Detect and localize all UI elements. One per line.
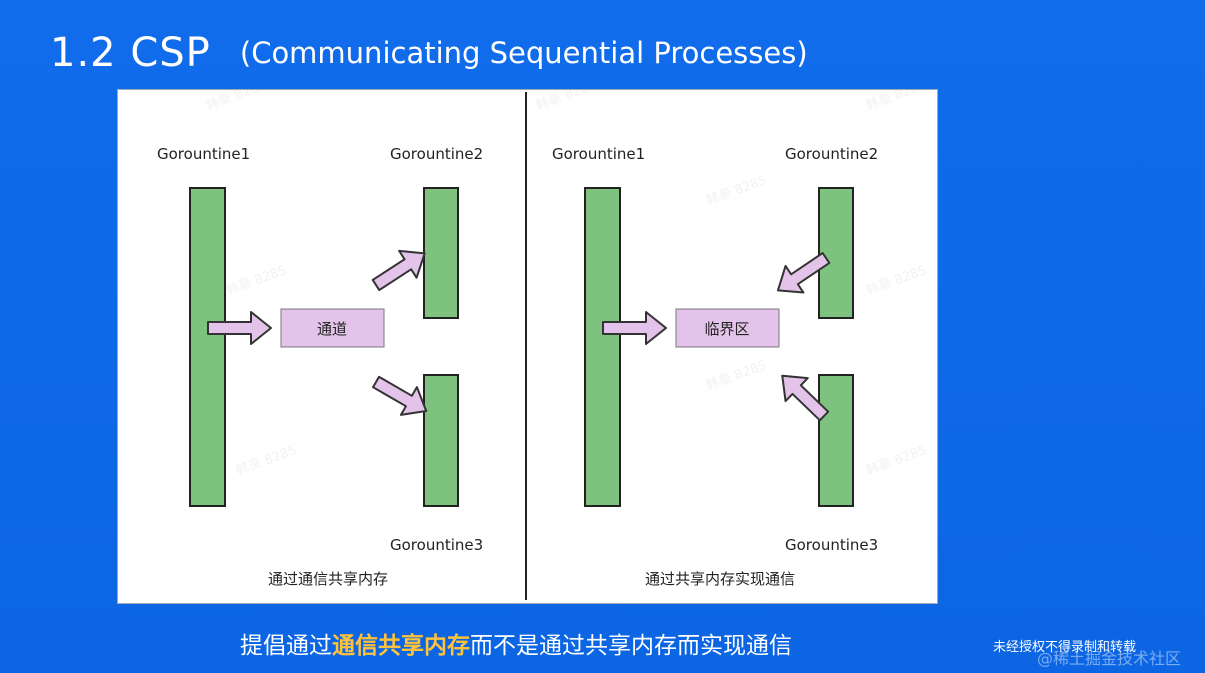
right-diagram: Gorountine1 Gorountine2 Gorountine3 临界区 … <box>552 145 878 588</box>
label-goroutine3-left: Gorountine3 <box>390 536 483 554</box>
watermark: 韩豪 8285 <box>534 90 599 114</box>
goroutine3-bar-right <box>818 374 854 507</box>
watermark: 韩豪 8285 <box>704 357 769 394</box>
watermark: 韩豪 8285 <box>864 442 929 479</box>
footer-prefix: 提倡通过 <box>240 633 332 659</box>
diagram-panel: 韩豪 8285 韩豪 8285 韩豪 8285 韩豪 8285 韩豪 8285 … <box>117 89 938 604</box>
arrow-g1-to-critical <box>602 311 667 345</box>
label-goroutine2-right: Gorountine2 <box>785 145 878 163</box>
goroutine3-bar-left <box>423 374 459 507</box>
arrow-g2-to-critical <box>776 252 831 294</box>
critical-section-label: 临界区 <box>704 320 749 338</box>
arrow-channel-to-g3 <box>372 375 428 416</box>
watermark: 韩豪 8285 <box>224 262 289 299</box>
title-main: 1.2 CSP <box>50 30 211 76</box>
watermark: 韩豪 8285 <box>234 442 299 479</box>
arrow-channel-to-g2 <box>371 249 426 292</box>
caption-right: 通过共享内存实现通信 <box>645 570 795 588</box>
diagram-svg: 韩豪 8285 韩豪 8285 韩豪 8285 韩豪 8285 韩豪 8285 … <box>157 90 929 600</box>
channel-label: 通道 <box>317 320 347 338</box>
caption-left: 通过通信共享内存 <box>268 570 388 588</box>
channel-box <box>280 308 385 348</box>
goroutine2-bar-right <box>818 187 854 319</box>
label-goroutine3-right: Gorountine3 <box>785 536 878 554</box>
left-diagram: Gorountine1 Gorountine2 Gorountine3 通道 通… <box>157 145 483 588</box>
label-goroutine1-left: Gorountine1 <box>157 145 250 163</box>
arrow-g1-to-channel <box>207 311 272 345</box>
footer-statement: 提倡通过通信共享内存而不是通过共享内存而实现通信 <box>240 626 792 660</box>
critical-section-box <box>675 308 780 348</box>
footer-highlight: 通信共享内存 <box>332 633 470 659</box>
arrow-g3-to-critical <box>781 374 830 422</box>
footer-suffix: 而不是通过共享内存而实现通信 <box>470 633 792 659</box>
label-goroutine2-left: Gorountine2 <box>390 145 483 163</box>
goroutine1-bar-right <box>584 187 621 507</box>
goroutine1-bar-left <box>189 187 226 507</box>
watermark: 韩豪 8285 <box>864 90 929 114</box>
title-subtitle: (Communicating Sequential Processes) <box>239 36 808 70</box>
slide-title: 1.2 CSP (Communicating Sequential Proces… <box>50 30 808 76</box>
credit-watermark: @稀土掘金技术社区 <box>1037 649 1182 668</box>
watermark: 韩豪 8285 <box>864 262 929 299</box>
watermark: 韩豪 8285 <box>704 172 769 209</box>
copyright-notice: 未经授权不得录制和转载 <box>993 640 1137 655</box>
label-goroutine1-right: Gorountine1 <box>552 145 645 163</box>
goroutine2-bar-left <box>423 187 459 319</box>
watermark: 韩豪 8285 <box>204 90 269 114</box>
